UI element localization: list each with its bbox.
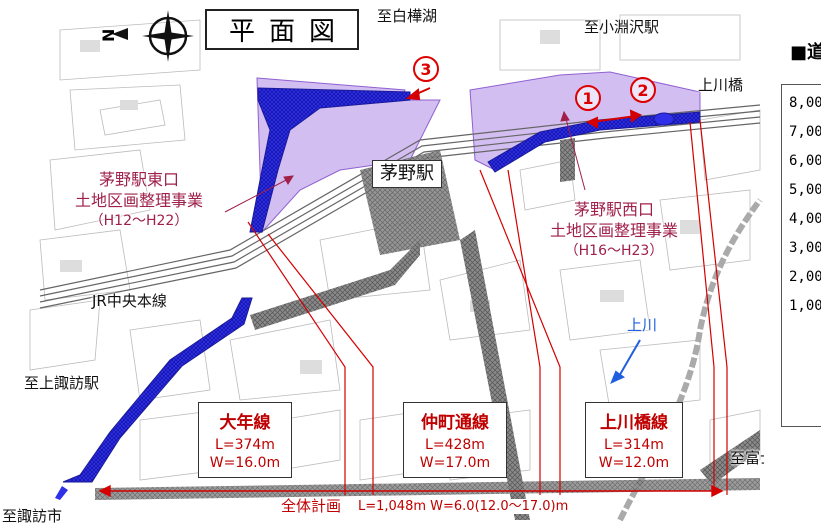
- side-panel-title: ■道: [790, 42, 821, 63]
- section-leader-lines: [247, 119, 728, 495]
- y-tick: 6,00: [789, 153, 821, 169]
- section-length: L=428m: [425, 437, 485, 453]
- diagonal-road: [250, 240, 420, 330]
- jr-line-label: JR中央本線: [92, 292, 167, 310]
- y-tick: 2,00: [789, 269, 821, 285]
- section-width: W=17.0m: [419, 455, 491, 471]
- section-name: 仲町通線: [421, 413, 489, 433]
- section-length: L=314m: [604, 437, 664, 453]
- east-project-sub: 土地区画整理事業: [75, 191, 204, 210]
- dest-suwa: 至諏訪市: [2, 507, 63, 525]
- chino-station-label: 茅野駅: [372, 160, 442, 188]
- marker-2: 2: [630, 77, 656, 103]
- south-road: [460, 230, 530, 520]
- kamikawa-bridge-node: [653, 112, 675, 126]
- kamikawa-bridge-label: 上川橋: [698, 76, 744, 94]
- overall-plan-spec: L=1,048m W=6.0(12.0〜17.0)m: [356, 499, 571, 514]
- east-project-label: 茅野駅東口 土地区画整理事業 （H12〜H22）: [75, 170, 204, 229]
- marker-3: 3: [413, 56, 439, 82]
- y-tick: 1,00: [789, 298, 821, 314]
- section-width: W=16.0m: [209, 455, 281, 471]
- y-tick: 5,00: [789, 182, 821, 198]
- compass-icon: [142, 10, 194, 66]
- section-name: 大年線: [219, 413, 271, 433]
- south-end-hook: [55, 486, 68, 500]
- east-project-name: 茅野駅東口: [99, 170, 180, 189]
- overall-dimension: [98, 484, 724, 498]
- section-box-nakamachi: 仲町通線 L=428m W=17.0m: [403, 402, 507, 478]
- kamikawa-river-label: 上川: [627, 316, 658, 334]
- west-project-label: 茅野駅西口 土地区画整理事業 （H16〜H23）: [550, 200, 679, 259]
- overall-plan-label: 全体計画: [278, 498, 345, 515]
- project-pointers: [224, 110, 586, 213]
- west-project-name: 茅野駅西口: [574, 200, 655, 219]
- north-arrow-icon: N: [99, 24, 130, 48]
- east-road: [560, 138, 575, 182]
- west-project-sub: 土地区画整理事業: [550, 221, 679, 240]
- river-arrow: [610, 339, 641, 384]
- dest-kamisuwa: 至上諏訪駅: [24, 374, 100, 392]
- dest-kobuchizawa: 至小淵沢駅: [584, 18, 660, 36]
- west-project-period: （H16〜H23）: [564, 243, 664, 259]
- marker-1: 1: [575, 85, 601, 111]
- side-chart-frame: [781, 84, 821, 427]
- section-length: L=374m: [215, 437, 275, 453]
- national-route: [95, 478, 760, 500]
- city-blocks: [29, 14, 761, 481]
- y-tick: 3,00: [789, 240, 821, 256]
- y-tick: 4,00: [789, 211, 821, 227]
- svg-text:N: N: [100, 29, 118, 42]
- section-name: 上川橋線: [600, 413, 668, 433]
- section-width: W=12.0m: [598, 455, 670, 471]
- section-box-onen: 大年線 L=374m W=16.0m: [198, 402, 292, 478]
- y-tick: 8,00: [789, 95, 821, 111]
- fujimi-road: [700, 430, 760, 485]
- map-title: 平面図: [205, 9, 359, 50]
- planned-road-onen: [62, 297, 253, 483]
- section-box-kamikawabashi: 上川橋線 L=314m W=12.0m: [585, 402, 683, 478]
- marker-arrows: [405, 87, 642, 129]
- y-tick: 7,00: [789, 124, 821, 140]
- east-project-period: （H12〜H22）: [89, 213, 189, 229]
- dest-shirakaba: 至白樺湖: [377, 7, 438, 25]
